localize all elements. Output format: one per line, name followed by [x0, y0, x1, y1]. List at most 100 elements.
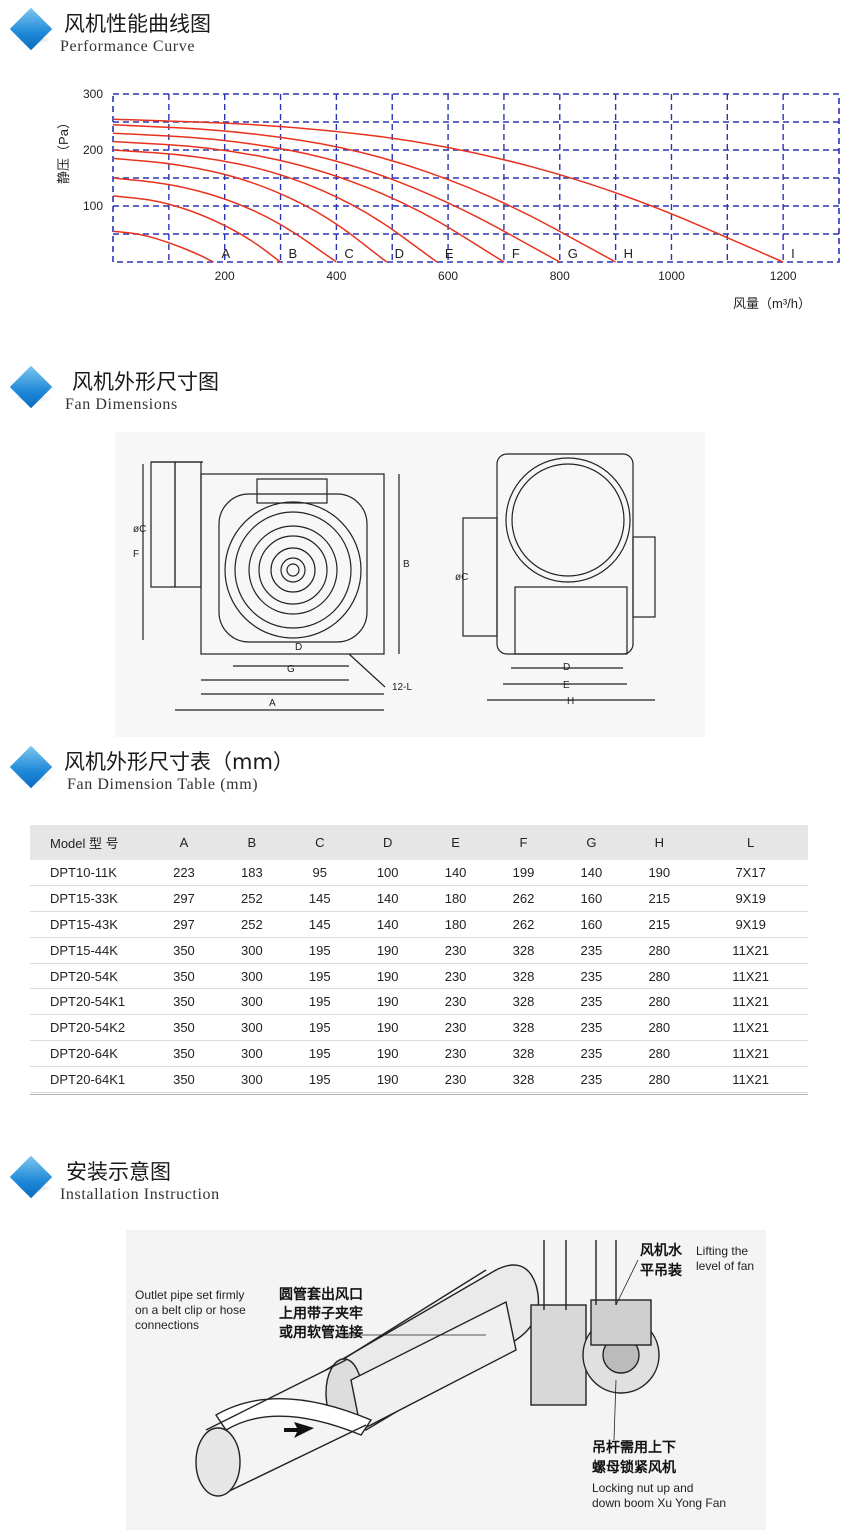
outlet-en-line-2: on a belt clip or hose: [135, 1303, 246, 1317]
nut-en-line-2: down boom Xu Yong Fan: [592, 1496, 726, 1510]
table-cell: 230: [421, 988, 490, 1016]
y-tick-label: 300: [83, 87, 103, 101]
curve-c: [112, 177, 337, 263]
front-view: [142, 461, 400, 711]
header-model: Model 型 号: [30, 825, 150, 860]
curve-e: [112, 149, 438, 263]
table-cell-model: DPT15-44K: [30, 937, 150, 964]
chart-y-label: 静压（Pa）: [56, 116, 71, 184]
section-install-header: 安装示意图 Installation Instruction: [8, 1155, 408, 1212]
table-cell: 215: [625, 911, 694, 938]
table-cell: 183: [217, 860, 286, 887]
chart-x-label: 风量（m³/h）: [733, 296, 811, 311]
table-cell: 230: [421, 937, 490, 964]
table-cell: 140: [353, 911, 422, 938]
table-cell: 190: [353, 937, 422, 964]
curve-d: [112, 157, 388, 263]
nut-cn-line-2: 螺母锁紧风机: [592, 1459, 676, 1475]
table-cell: 350: [150, 1066, 218, 1093]
table-cell: 300: [217, 988, 286, 1016]
dim-label-side-e: E: [563, 680, 570, 691]
table-cell: 100: [353, 860, 422, 887]
curve-b: [112, 195, 281, 263]
section-title-cn: 安装示意图: [66, 1160, 171, 1184]
table-cell: 195: [285, 1066, 354, 1093]
table-cell: 300: [217, 963, 286, 990]
dim-label-front-b: B: [403, 559, 410, 570]
curve-i: [112, 118, 784, 263]
header-b: B: [217, 825, 286, 860]
table-cell: 262: [489, 885, 558, 913]
table-cell: 280: [625, 988, 694, 1016]
dim-label-side-phi-c: øC: [455, 572, 468, 583]
dim-label-side-d: D: [563, 662, 570, 673]
y-tick-label: 200: [83, 143, 103, 157]
installation-illustration: Outlet pipe set firmly on a belt clip or…: [126, 1230, 766, 1530]
table-cell: 190: [353, 963, 422, 990]
table-cell: 140: [557, 860, 626, 887]
section-dimensions-header: 风机外形尺寸图 Fan Dimensions: [8, 365, 408, 422]
table-cell: 300: [217, 1040, 286, 1067]
table-cell: 280: [625, 1014, 694, 1042]
table-cell: 350: [150, 937, 218, 964]
curve-label-g: G: [568, 246, 578, 261]
curve-label-h: H: [624, 246, 633, 261]
table-cell: 230: [421, 1040, 490, 1067]
table-cell-model: DPT20-54K1: [30, 988, 150, 1016]
section-title-cn: 风机外形尺寸表（mm）: [64, 750, 294, 774]
table-cell: 95: [285, 860, 354, 887]
table-cell: 199: [489, 860, 558, 887]
curve-h: [112, 124, 616, 263]
table-cell: 280: [625, 1040, 694, 1067]
level-en-line-2: level of fan: [696, 1259, 754, 1273]
x-tick-label: 400: [326, 269, 346, 283]
table-cell: 140: [353, 885, 422, 913]
table-cell: 180: [421, 885, 490, 913]
table-cell: 190: [353, 1014, 422, 1042]
section-title-en: Performance Curve: [60, 38, 196, 55]
section-title-cn: 风机性能曲线图: [64, 12, 211, 36]
table-cell: 11X21: [693, 963, 808, 990]
table-cell: 195: [285, 1014, 354, 1042]
table-cell: 350: [150, 988, 218, 1016]
x-tick-label: 1200: [770, 269, 797, 283]
outlet-en-line-3: connections: [135, 1318, 199, 1332]
table-cell: 7X17: [693, 860, 808, 887]
table-cell: 280: [625, 963, 694, 990]
table-cell: 328: [489, 1066, 558, 1093]
curve-label-d: D: [395, 246, 404, 261]
header-e: E: [421, 825, 490, 860]
dim-label-front-g: G: [287, 664, 295, 675]
dim-label-front-d: D: [295, 642, 302, 653]
table-cell: 328: [489, 988, 558, 1016]
curve-label-e: E: [445, 246, 454, 261]
diamond-bullet-icon: [9, 745, 53, 789]
table-cell: 215: [625, 885, 694, 913]
table-cell: 195: [285, 937, 354, 964]
outlet-cn-line-2: 上用带子夹牢: [279, 1305, 363, 1321]
table-header-row: Model 型 号 A B C D E F G H L: [30, 825, 808, 860]
table-cell: 280: [625, 1066, 694, 1093]
table-cell: 230: [421, 963, 490, 990]
table-cell: 328: [489, 1040, 558, 1067]
dim-label-front-f: F: [133, 549, 139, 560]
table-cell: 300: [217, 937, 286, 964]
header-c: C: [285, 825, 354, 860]
dimension-labels: øC F B G D A 12-L øC D E H: [133, 524, 574, 709]
curve-label-b: B: [289, 246, 298, 261]
table-cell: 190: [353, 1040, 422, 1067]
diamond-bullet-icon: [9, 365, 53, 409]
x-tick-label: 600: [438, 269, 458, 283]
table-cell: 160: [557, 911, 626, 938]
level-en-line-1: Lifting the: [696, 1244, 748, 1258]
table-cell: 140: [421, 860, 490, 887]
header-g: G: [557, 825, 626, 860]
table-cell: 160: [557, 885, 626, 913]
